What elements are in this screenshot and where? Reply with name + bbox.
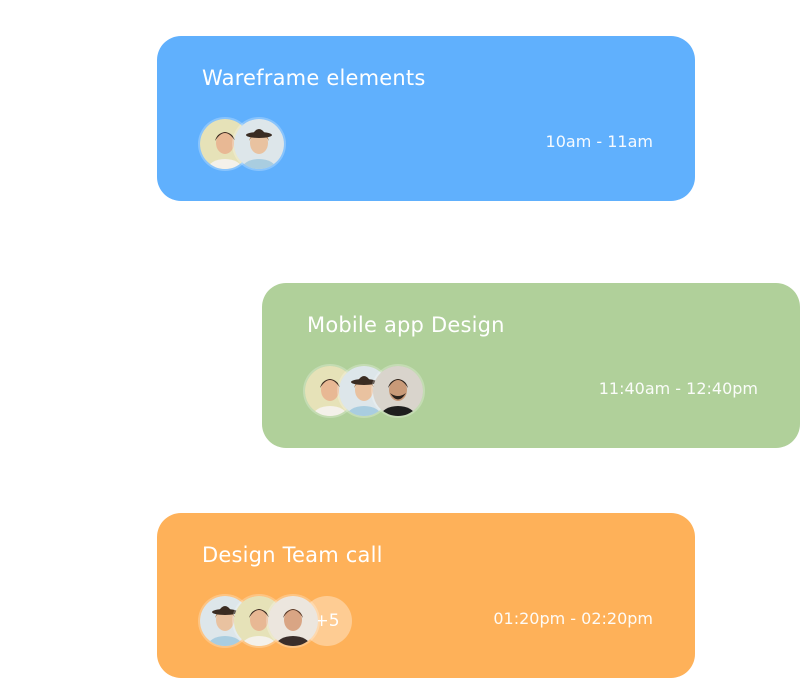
event-card-wareframe[interactable]: Wareframe elements 10am - 11am xyxy=(157,36,695,201)
attendee-avatars: +5 xyxy=(200,596,352,646)
event-title: Design Team call xyxy=(202,543,383,567)
event-time: 01:20pm - 02:20pm xyxy=(493,609,653,628)
event-card-mobile-app[interactable]: Mobile app Design 11:40am - 12:40pm xyxy=(262,283,800,448)
avatar xyxy=(373,366,423,416)
avatar xyxy=(268,596,318,646)
attendee-avatars xyxy=(200,119,284,169)
avatar xyxy=(234,119,284,169)
event-time: 11:40am - 12:40pm xyxy=(598,379,758,398)
event-card-design-team[interactable]: Design Team call +5 01:20pm - 02:20pm xyxy=(157,513,695,678)
event-time: 10am - 11am xyxy=(545,132,653,151)
event-title: Mobile app Design xyxy=(307,313,505,337)
event-title: Wareframe elements xyxy=(202,66,426,90)
attendee-avatars xyxy=(305,366,423,416)
